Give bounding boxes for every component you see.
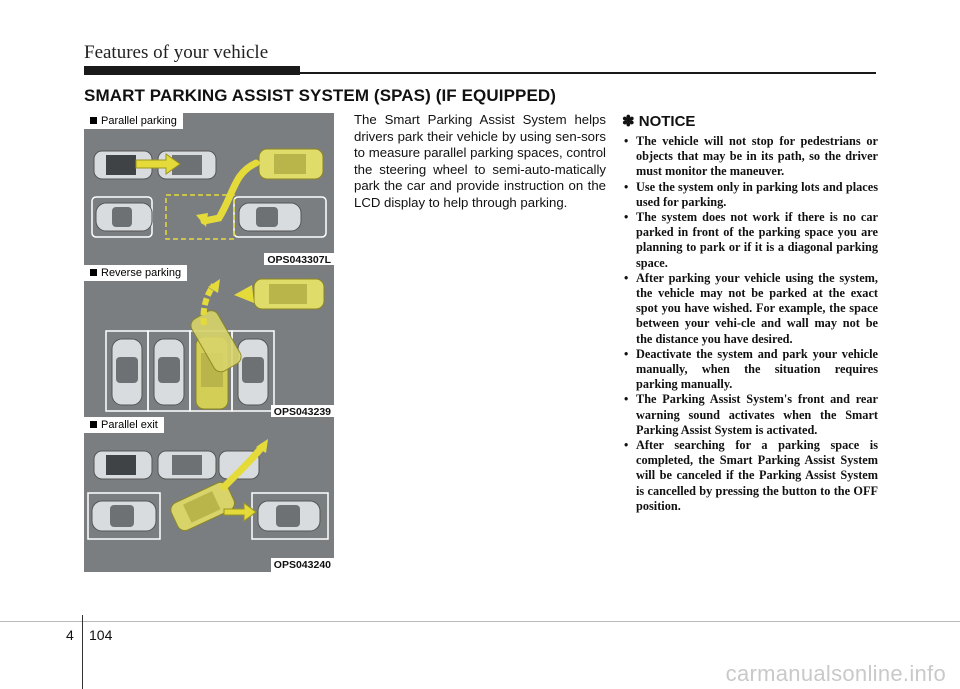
- footer-rule: [0, 621, 960, 622]
- square-bullet-icon: [90, 420, 97, 428]
- reverse-parking-illustration: Reverse parking OPS043239: [84, 265, 334, 419]
- intro-paragraph: The Smart Parking Assist System helps dr…: [354, 112, 606, 210]
- header-title: Features of your vehicle: [84, 42, 269, 63]
- notice-item: •Use the system only in parking lots and…: [624, 179, 878, 209]
- parallel-parking-drawing: [91, 148, 327, 240]
- notice-item: •Deactivate the system and park your veh…: [624, 346, 878, 392]
- reverse-parking-drawing: [105, 278, 325, 412]
- chapter-number: 4: [66, 627, 74, 643]
- cross-notice-icon: ✽: [622, 113, 639, 130]
- panel-label: Reverse parking: [84, 265, 188, 281]
- watermark: carmanualsonline.info: [725, 661, 946, 686]
- notice-item: •After searching for a parking space is …: [624, 438, 878, 513]
- square-bullet-icon: [90, 116, 97, 124]
- notice-item: •The vehicle will not stop for pedestria…: [624, 134, 878, 179]
- parallel-exit-illustration: Parallel exit OPS043240: [84, 417, 334, 572]
- figure-code: OPS043240: [270, 558, 334, 572]
- square-bullet-icon: [90, 268, 97, 276]
- parallel-parking-illustration: Parallel parking OPS043307L: [84, 113, 334, 267]
- header-bar: [84, 66, 300, 75]
- notice-item: •The system does not work if there is no…: [624, 210, 878, 270]
- parallel-exit-drawing: [87, 439, 329, 540]
- notice-list: •The vehicle will not stop for pedestria…: [622, 134, 878, 514]
- section-title: SMART PARKING ASSIST SYSTEM (SPAS) (IF E…: [84, 86, 557, 105]
- notice-item: •The Parking Assist System's front and r…: [624, 392, 878, 437]
- figure-code: OPS043239: [270, 405, 334, 419]
- panel-label: Parallel exit: [84, 417, 164, 433]
- panel-label: Parallel parking: [84, 113, 183, 129]
- notice-item: •After parking your vehicle using the sy…: [624, 270, 878, 346]
- notice-heading: ✽ NOTICE: [622, 113, 696, 130]
- footer-divider: [82, 615, 83, 689]
- header-rule: [300, 72, 876, 74]
- figure-code: OPS043307L: [264, 253, 334, 267]
- page-number: 104: [89, 627, 113, 643]
